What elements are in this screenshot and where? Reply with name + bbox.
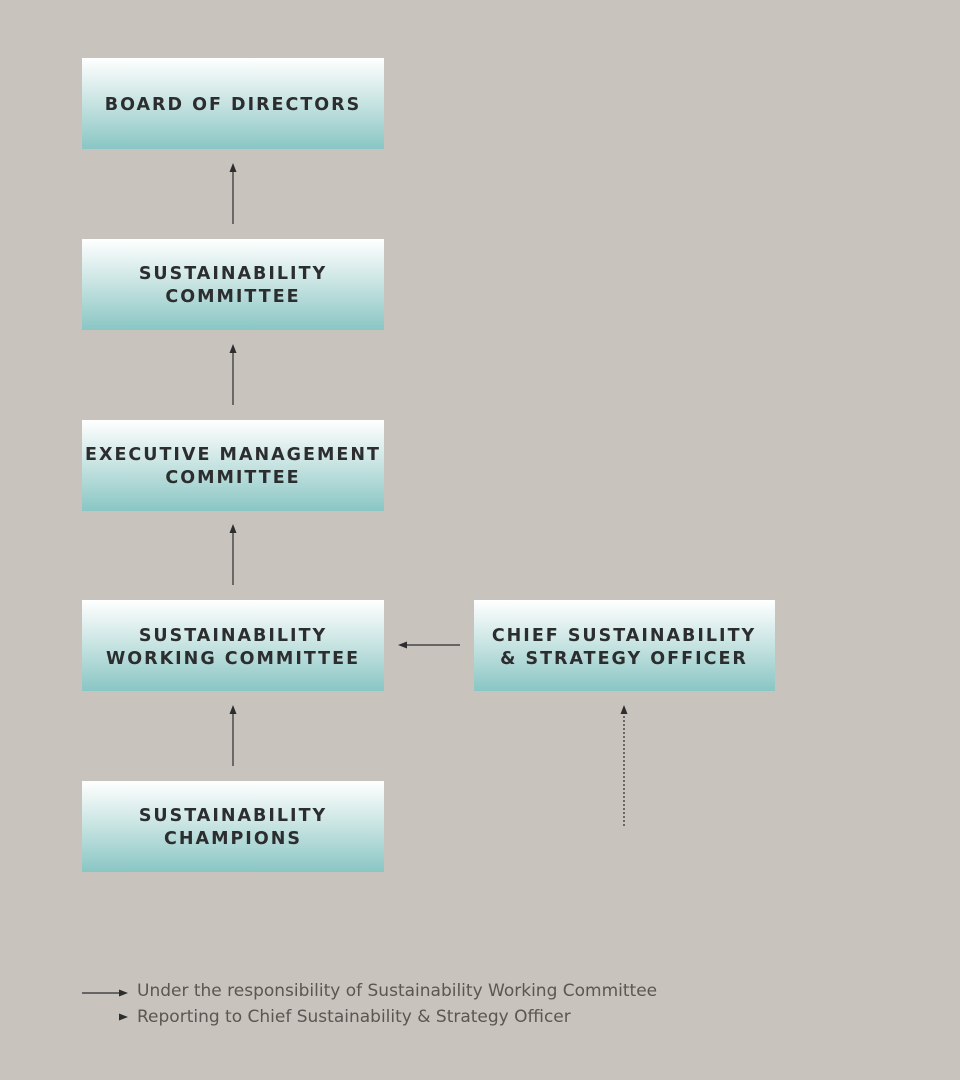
- sustainability-committee-label-line-2: COMMITTEE: [165, 287, 300, 307]
- arrow-executive-to-committee: [229, 344, 237, 405]
- executive-management-committee-label-line-1: EXECUTIVE MANAGEMENT: [85, 445, 381, 465]
- arrow-committee-to-board: [229, 163, 237, 224]
- executive-management-committee-box: EXECUTIVE MANAGEMENT COMMITTEE: [82, 420, 384, 511]
- sustainability-champions-label-line-1: SUSTAINABILITY: [139, 806, 327, 826]
- sustainability-working-committee-label-line-1: SUSTAINABILITY: [139, 626, 327, 646]
- dotted-arrow-reporting-to-officer: [620, 705, 628, 826]
- legend-solid-arrow-icon: [82, 989, 128, 997]
- board-of-directors-label: BOARD OF DIRECTORS: [105, 95, 362, 115]
- sustainability-champions-box: SUSTAINABILITY CHAMPIONS: [82, 781, 384, 872]
- arrow-working-to-executive: [229, 524, 237, 585]
- sustainability-working-committee-box: SUSTAINABILITY WORKING COMMITTEE: [82, 600, 384, 691]
- sustainability-working-committee-label-line-2: WORKING COMMITTEE: [106, 649, 360, 669]
- chief-sustainability-officer-box: CHIEF SUSTAINABILITY & STRATEGY OFFICER: [474, 600, 775, 691]
- executive-management-committee-label-line-2: COMMITTEE: [165, 468, 300, 488]
- legend-dotted-arrow-icon: [119, 1013, 128, 1021]
- board-of-directors-box: BOARD OF DIRECTORS: [82, 58, 384, 149]
- sustainability-committee-box: SUSTAINABILITY COMMITTEE: [82, 239, 384, 330]
- sustainability-committee-label-line-1: SUSTAINABILITY: [139, 264, 327, 284]
- legend-solid-label: Under the responsibility of Sustainabili…: [137, 981, 657, 1001]
- legend-dotted-label: Reporting to Chief Sustainability & Stra…: [137, 1007, 571, 1027]
- arrow-champions-to-working: [229, 705, 237, 766]
- chief-sustainability-officer-label-line-2: & STRATEGY OFFICER: [500, 649, 748, 669]
- arrow-officer-to-working: [398, 641, 460, 649]
- chief-sustainability-officer-label-line-1: CHIEF SUSTAINABILITY: [492, 626, 756, 646]
- legend: Under the responsibility of Sustainabili…: [82, 981, 657, 1027]
- sustainability-champions-label-line-2: CHAMPIONS: [164, 829, 302, 849]
